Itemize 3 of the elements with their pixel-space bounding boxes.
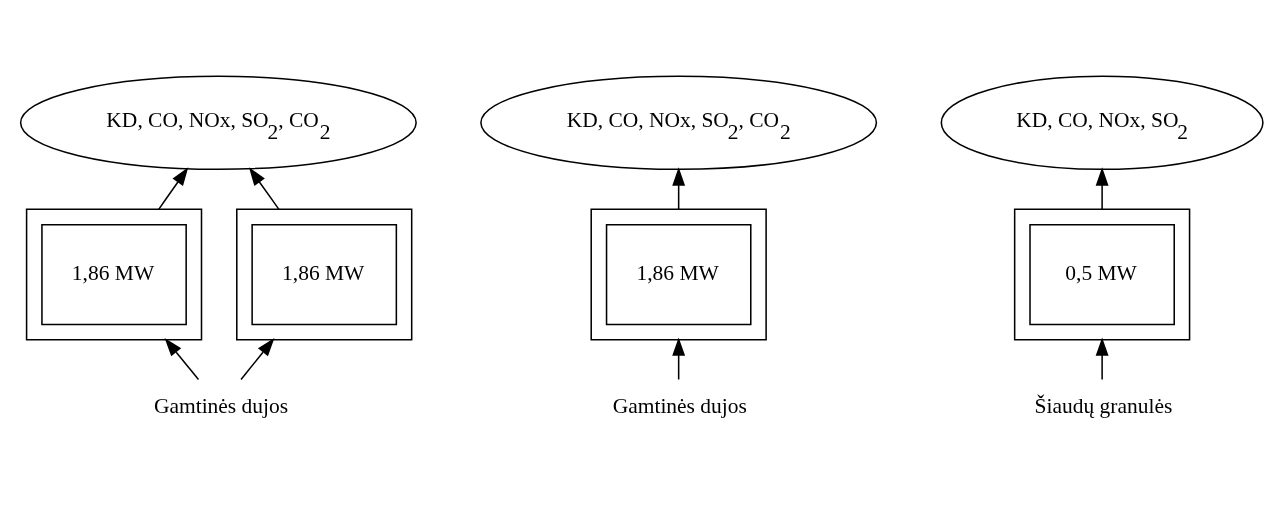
- node-text: Šiaudų granulės: [1034, 393, 1173, 418]
- node-text: Gamtinės dujos: [612, 393, 747, 418]
- node-text: Gamtinės dujos: [153, 393, 289, 418]
